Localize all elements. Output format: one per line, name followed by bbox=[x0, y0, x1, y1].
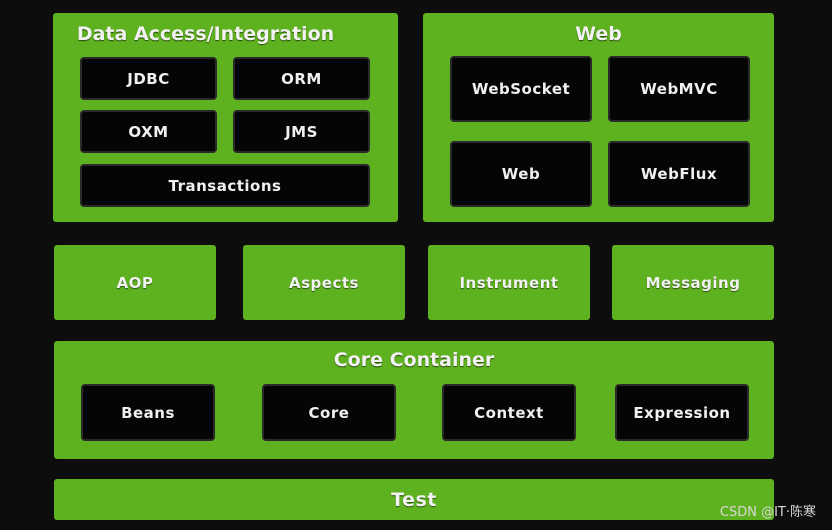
core-module: Core bbox=[262, 384, 396, 441]
core-container-title: Core Container bbox=[333, 349, 495, 371]
beans-module: Beans bbox=[81, 384, 215, 441]
webmvc-module: WebMVC bbox=[608, 56, 750, 122]
test-module: Test bbox=[54, 479, 774, 520]
core-container-panel: Core Container Beans Core Context Expres… bbox=[54, 341, 774, 459]
oxm-module: OXM bbox=[80, 110, 217, 153]
websocket-module: WebSocket bbox=[450, 56, 592, 122]
messaging-module: Messaging bbox=[612, 245, 774, 320]
data-access-title: Data Access/Integration bbox=[76, 23, 335, 45]
instrument-module: Instrument bbox=[428, 245, 590, 320]
webflux-module: WebFlux bbox=[608, 141, 750, 207]
expression-module: Expression bbox=[615, 384, 749, 441]
aop-module: AOP bbox=[54, 245, 216, 320]
context-module: Context bbox=[442, 384, 576, 441]
jdbc-module: JDBC bbox=[80, 57, 217, 100]
orm-module: ORM bbox=[233, 57, 370, 100]
jms-module: JMS bbox=[233, 110, 370, 153]
aspects-module: Aspects bbox=[243, 245, 405, 320]
transactions-module: Transactions bbox=[80, 164, 370, 207]
web-title: Web bbox=[575, 23, 622, 45]
watermark-text: CSDN @IT·陈寒 bbox=[719, 505, 816, 520]
web-panel: Web WebSocket WebMVC Web WebFlux bbox=[423, 13, 774, 222]
web-module: Web bbox=[450, 141, 592, 207]
data-access-panel: Data Access/Integration JDBC ORM OXM JMS… bbox=[53, 13, 398, 222]
